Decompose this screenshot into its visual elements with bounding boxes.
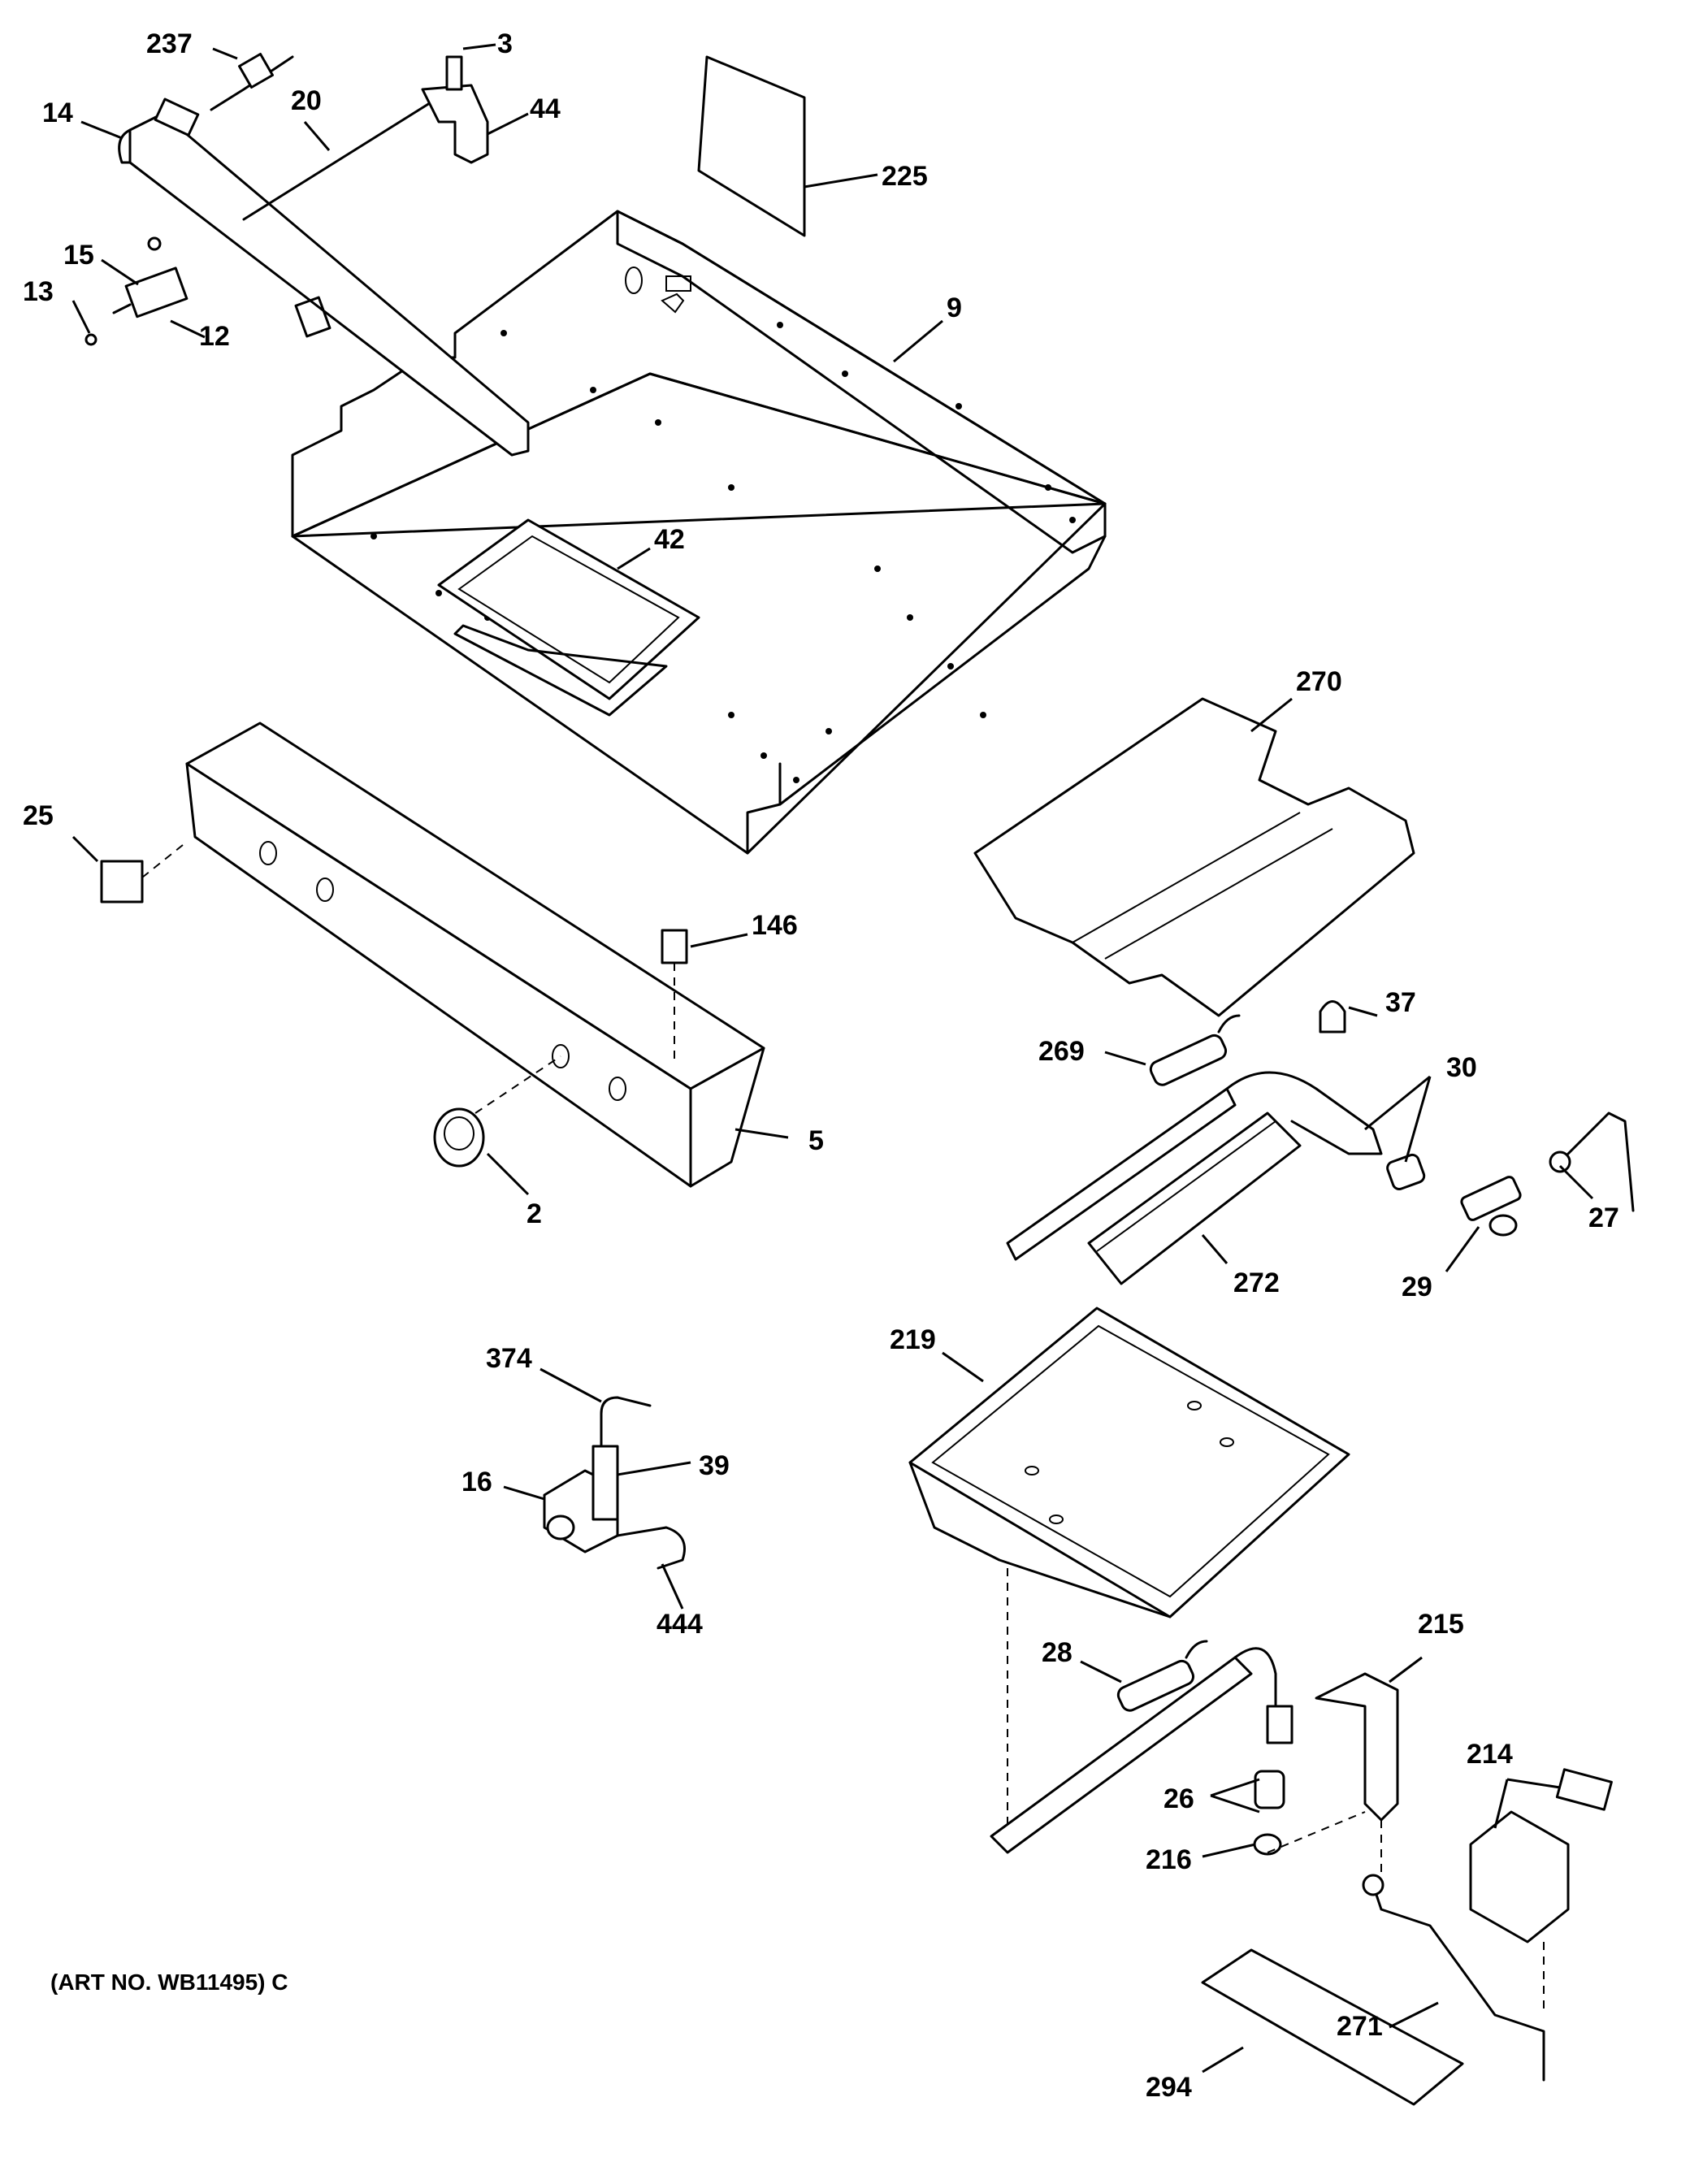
- callout-225: 225: [882, 161, 928, 192]
- orifice-bracket: [421, 55, 489, 164]
- callout-294: 294: [1146, 2072, 1192, 2103]
- air-shutter: [1386, 1153, 1426, 1191]
- callout-444: 444: [656, 1609, 703, 1640]
- heat-shield: [697, 55, 806, 237]
- callout-25: 25: [23, 800, 54, 831]
- callout-270: 270: [1296, 666, 1342, 697]
- callout-44: 44: [530, 93, 561, 124]
- callout-12: 12: [199, 321, 230, 352]
- burner-orifice: [1460, 1176, 1522, 1237]
- callout-271: 271: [1337, 2011, 1383, 2042]
- access-cover: [437, 518, 700, 717]
- art-number-label: (ART NO. WB11495) C: [50, 1970, 288, 1995]
- hex-nut: [147, 236, 162, 251]
- valve-bracket: [592, 1445, 619, 1521]
- pressure-regulator: [1469, 1768, 1613, 1944]
- gas-connector-fitting: [210, 53, 294, 111]
- callout-269: 269: [1038, 1036, 1085, 1067]
- control-knob: [433, 1107, 485, 1168]
- callout-219: 219: [890, 1324, 936, 1355]
- leader-lines: [72, 43, 1594, 2074]
- callout-9: 9: [947, 292, 962, 323]
- callout-39: 39: [699, 1450, 730, 1481]
- bake-burner-assembly: [1006, 1071, 1383, 1285]
- manifold-pipe: [118, 98, 530, 457]
- broil-shield: [973, 697, 1415, 1017]
- callout-3: 3: [497, 28, 513, 59]
- callout-214: 214: [1467, 1739, 1513, 1770]
- oven-igniter: [1149, 1014, 1241, 1086]
- callout-28: 28: [1042, 1637, 1072, 1668]
- callout-14: 14: [42, 98, 73, 128]
- gas-supply-tube: [1362, 1874, 1545, 2082]
- washer: [84, 333, 98, 346]
- callout-20: 20: [291, 85, 322, 116]
- callout-15: 15: [63, 240, 94, 271]
- switch-clip: [100, 860, 144, 904]
- callout-13: 13: [23, 276, 54, 307]
- callout-16: 16: [462, 1467, 492, 1497]
- burner-mixer: [1254, 1770, 1285, 1809]
- callout-37: 37: [1385, 987, 1416, 1018]
- callout-146: 146: [752, 910, 798, 941]
- igniter-bracket: [1315, 1672, 1399, 1822]
- gas-elbow-tube: [1549, 1112, 1635, 1212]
- callout-272: 272: [1233, 1268, 1280, 1298]
- trim-strip: [1201, 1948, 1464, 2106]
- pilot-tube: [242, 96, 440, 221]
- spark-clip: [661, 929, 688, 964]
- callout-374: 374: [486, 1343, 532, 1374]
- callout-26: 26: [1164, 1783, 1194, 1814]
- oven-bottom: [908, 1306, 1350, 1618]
- callout-216: 216: [1146, 1844, 1192, 1875]
- burner-box-pan: [291, 210, 1107, 855]
- callout-42: 42: [654, 524, 685, 555]
- bake-burner: [990, 1647, 1294, 1854]
- callout-237: 237: [146, 28, 193, 59]
- inlet-tube: [600, 1396, 652, 1448]
- callout-30: 30: [1446, 1052, 1477, 1083]
- callout-215: 215: [1418, 1609, 1464, 1640]
- lock-nut: [1253, 1833, 1282, 1856]
- callout-2: 2: [526, 1198, 542, 1229]
- callout-29: 29: [1402, 1272, 1432, 1302]
- callout-5: 5: [808, 1125, 824, 1156]
- manifold-panel: [185, 722, 765, 1188]
- orifice-hood-tab: [1319, 1000, 1346, 1034]
- burner-valve: [112, 266, 188, 318]
- bake-igniter: [1116, 1640, 1208, 1712]
- callout-27: 27: [1588, 1202, 1619, 1233]
- outlet-tube: [616, 1526, 686, 1570]
- callout-labels: 237 3 14 20 44 225 15 13 12 9 42 270 25 …: [23, 28, 1619, 2103]
